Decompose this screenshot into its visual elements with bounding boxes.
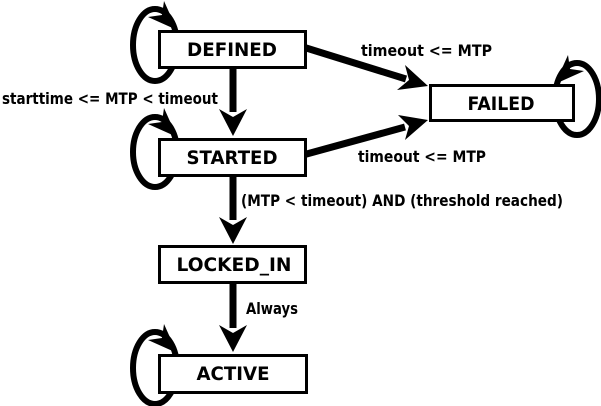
state-failed-label: FAILED xyxy=(468,93,535,115)
edge-started-to-failed-arrowhead-icon xyxy=(398,115,428,140)
state-started-box xyxy=(158,138,307,177)
edge-label-locked-in-to-active: Always xyxy=(246,299,298,318)
edge-defined-to-failed-arrowhead-icon xyxy=(397,65,428,90)
state-started-label: STARTED xyxy=(187,147,278,169)
edge-defined-to-started-arrowhead-icon xyxy=(219,109,247,136)
edge-started-to-failed-shaft xyxy=(302,123,406,159)
edge-label-defined-to-started: starttime <= MTP < timeout xyxy=(2,89,218,108)
state-failed-box xyxy=(429,84,575,122)
edge-defined-to-started xyxy=(219,60,247,136)
state-defined-label: DEFINED xyxy=(187,39,277,61)
self-loop-active-arrowhead-icon xyxy=(148,324,177,353)
edge-started-to-failed xyxy=(302,115,428,159)
state-locked-in-label: LOCKED_IN xyxy=(177,254,292,276)
edge-locked-in-to-active xyxy=(219,278,247,352)
edge-label-started-to-failed: timeout <= MTP xyxy=(358,147,486,166)
edge-started-to-locked-in-arrowhead-icon xyxy=(219,217,247,244)
state-defined-box xyxy=(158,30,307,69)
self-loop-defined-arrowhead-icon xyxy=(148,1,177,30)
state-active-label: ACTIVE xyxy=(197,363,270,385)
self-loop-failed-arrowhead-icon xyxy=(555,55,584,84)
state-active-box xyxy=(158,354,308,394)
self-loop-started-arrowhead-icon xyxy=(148,108,177,137)
edge-locked-in-to-active-arrowhead-icon xyxy=(219,325,247,352)
edge-defined-to-failed-shaft xyxy=(301,43,408,83)
edge-label-defined-to-failed: timeout <= MTP xyxy=(361,41,492,60)
edge-defined-to-failed xyxy=(301,43,428,90)
edge-label-started-to-locked-in: (MTP < timeout) AND (threshold reached) xyxy=(241,191,563,210)
state-locked-in-box xyxy=(158,245,307,284)
edge-started-to-locked-in xyxy=(219,170,247,244)
